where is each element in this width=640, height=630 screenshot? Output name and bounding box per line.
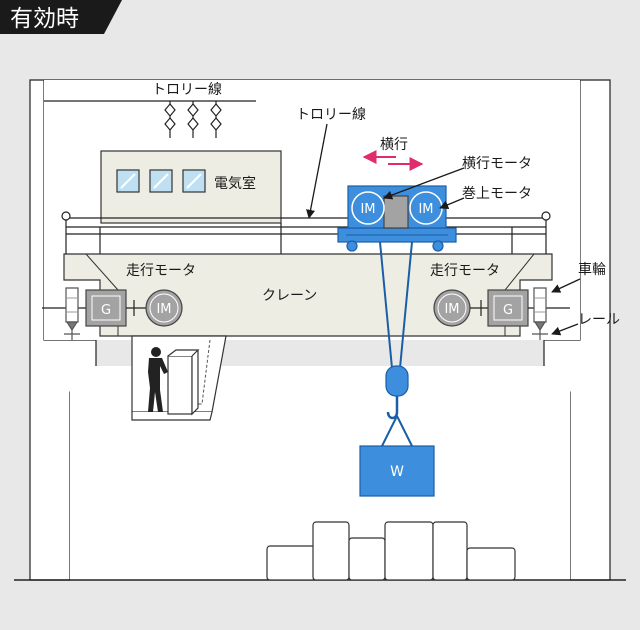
insulator [187, 103, 199, 131]
crane-body [63, 253, 553, 337]
trolley-gearbox [383, 195, 409, 229]
left-drive: G IM [42, 287, 183, 340]
cargo-block [384, 521, 434, 581]
rail-label: レール [578, 312, 620, 328]
rail-end-post [541, 211, 551, 221]
traverse-motor-label: 横行モータ [462, 156, 532, 172]
trolley-wire-arrow [306, 123, 328, 219]
hoist-trolley: IM IM [337, 185, 457, 252]
trolley-wire-top-label: トロリー線 [152, 82, 222, 98]
insulator [164, 103, 176, 131]
weight-label: W [390, 464, 404, 480]
travel-motor-right-label: 走行モータ [430, 263, 500, 279]
header-tag: 有効時 [0, 0, 122, 34]
im-trolley-left-label: IM [360, 202, 375, 217]
im-right-label: IM [444, 302, 459, 317]
electric-room-windows [116, 169, 206, 193]
im-right-inner [437, 293, 467, 323]
trolley-wire-top: トロリー線 [44, 82, 256, 138]
hook [386, 396, 399, 420]
electric-room: 電気室 [100, 150, 282, 224]
im-left [145, 289, 183, 327]
electric-room-label: 電気室 [214, 175, 256, 192]
hook-block [385, 365, 409, 397]
cargo-block [466, 547, 516, 581]
crane-label: クレーン [262, 288, 317, 304]
cargo-block [348, 537, 386, 581]
rope [399, 241, 413, 369]
hoist-motor-arrow [439, 197, 465, 210]
right-drive: IM G [433, 287, 570, 340]
cargo-block [312, 521, 350, 581]
generator-right-label: G [503, 303, 513, 318]
cargo-block [266, 545, 316, 581]
rail-right [532, 321, 548, 340]
hoist-assembly: W [359, 241, 435, 497]
trolley-wheel [432, 240, 444, 252]
generator-left-label: G [101, 303, 111, 318]
cargo-block [432, 521, 468, 581]
im-left-label: IM [156, 302, 171, 317]
cargo-blocks [266, 521, 516, 581]
insulators [164, 101, 222, 138]
im-trolley-left [351, 191, 385, 225]
travel-motor-left-label: 走行モータ [126, 263, 196, 279]
im-trolley-right-label: IM [418, 202, 433, 217]
control-panel [167, 355, 193, 415]
header-tag-bg [0, 0, 122, 34]
traverse-label: 横行 [380, 137, 408, 153]
header-title: 有効時 [10, 6, 79, 32]
rail-end-post [61, 211, 71, 221]
wheel-left [65, 287, 79, 323]
rail-arrow [551, 323, 579, 336]
hoist-motor-label: 巻上モータ [462, 186, 532, 202]
weight-load [359, 445, 435, 497]
generator-left-inner [91, 295, 121, 321]
traverse-motor-arrow [383, 167, 465, 200]
sling [381, 415, 413, 447]
crane-girder: クレーン 走行モータ 走行モータ [63, 253, 553, 337]
traverse-indicator: 横行 [362, 137, 424, 171]
girder-rails [61, 211, 551, 254]
wheel-right [533, 287, 547, 323]
operator-figure [148, 347, 168, 412]
insulator [210, 103, 222, 131]
rail-left [64, 321, 80, 340]
wheel-arrow [551, 278, 581, 293]
generator-right-inner [493, 295, 523, 321]
operator-cab [131, 335, 227, 421]
rope [379, 241, 393, 369]
trolley-wire-right-label: トロリー線 [296, 107, 366, 123]
trolley-wheel [346, 240, 358, 252]
im-left-inner [149, 293, 179, 323]
wheel-label: 車輪 [578, 261, 606, 278]
